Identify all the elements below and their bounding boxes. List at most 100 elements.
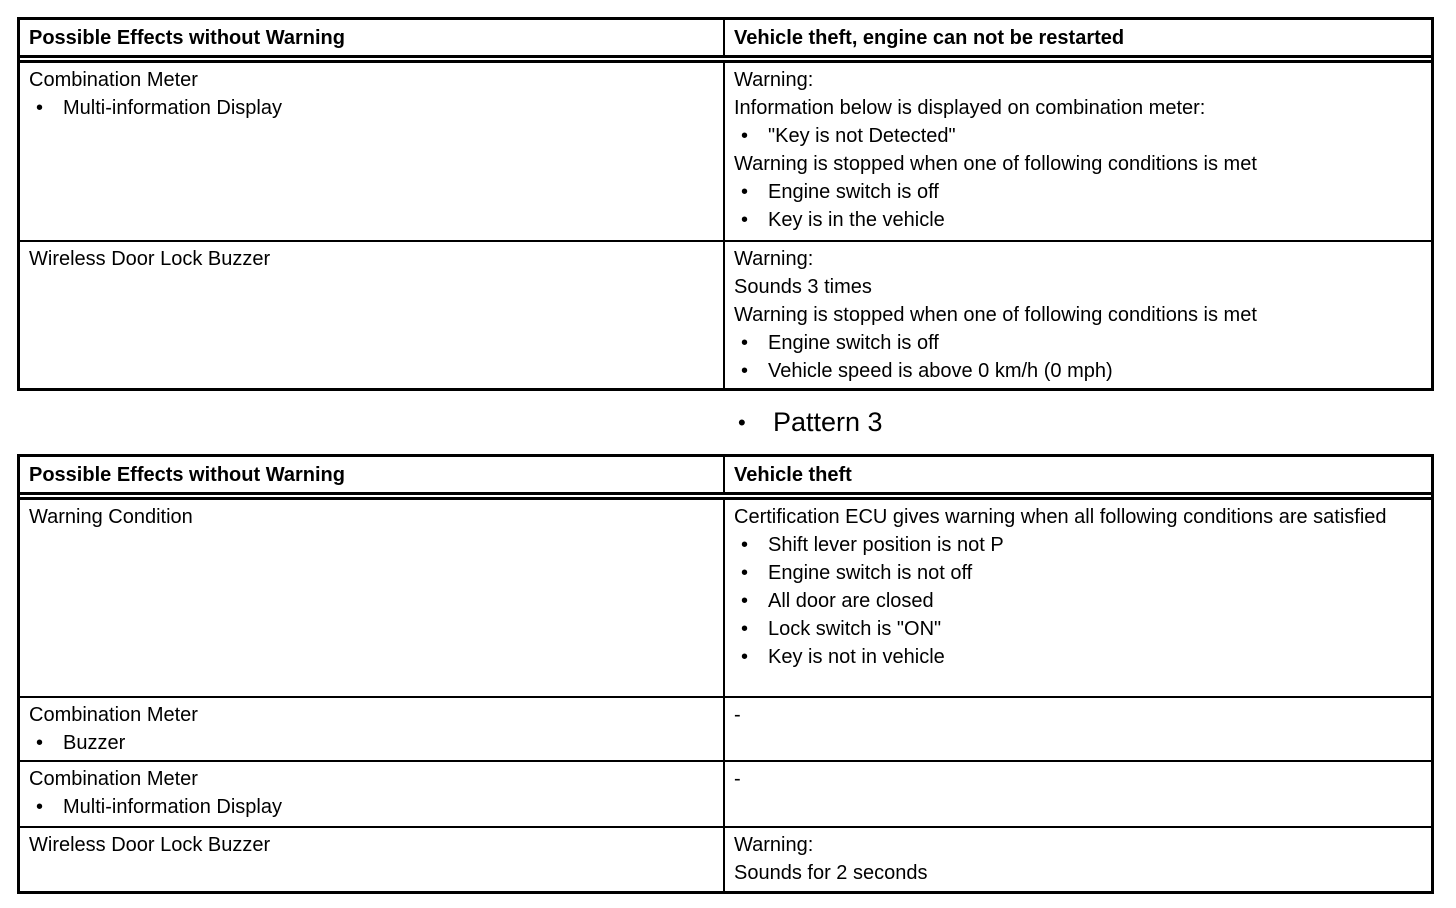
bullet-icon: • — [741, 590, 749, 612]
pattern-3-effects-table: Possible Effects without Warning Vehicle… — [17, 454, 1434, 894]
line-text: Warning: — [734, 69, 814, 91]
column-header-description: Vehicle theft, engine can not be restart… — [725, 20, 1431, 55]
bullet-line: • Engine switch is not off — [734, 559, 1423, 587]
text-line: Possible Effects without Warning — [29, 24, 715, 52]
bullet-line: • Vehicle speed is above 0 km/h (0 mph) — [734, 357, 1423, 385]
text-line: Vehicle theft, engine can not be restart… — [734, 24, 1423, 52]
description-cell: - — [725, 762, 1431, 826]
text-line: Wireless Door Lock Buzzer — [29, 245, 715, 273]
text-line: Wireless Door Lock Buzzer — [29, 831, 715, 859]
bullet-line: • Key is not in vehicle — [734, 643, 1423, 671]
effect-cell: Wireless Door Lock Buzzer — [20, 828, 725, 891]
line-text: Warning is stopped when one of following… — [734, 153, 1257, 175]
pattern-heading: • Pattern 3 — [17, 391, 1434, 454]
bullet-line: • Key is in the vehicle — [734, 206, 1423, 234]
line-text: Combination Meter — [29, 69, 198, 91]
text-line: Warning is stopped when one of following… — [734, 150, 1423, 178]
line-text: Buzzer — [63, 732, 126, 754]
text-line: Vehicle theft — [734, 461, 1423, 489]
header-text: Vehicle theft — [734, 464, 852, 486]
effect-cell: Combination Meter • Multi-information Di… — [20, 63, 725, 240]
bullet-line: • "Key is not Detected" — [734, 122, 1423, 150]
effect-cell: Combination Meter • Buzzer — [20, 698, 725, 760]
line-text: Certification ECU gives warning when all… — [734, 506, 1387, 528]
line-text: Multi-information Display — [63, 97, 282, 119]
text-line: Combination Meter — [29, 765, 715, 793]
bullet-line: • Multi-information Display — [29, 94, 715, 122]
bullet-icon: • — [738, 409, 746, 435]
table-row: Combination Meter • Multi-information Di… — [20, 760, 1431, 826]
line-text: Engine switch is off — [768, 181, 939, 203]
table-header-row: Possible Effects without Warning Vehicle… — [20, 20, 1431, 63]
text-line: Possible Effects without Warning — [29, 461, 715, 489]
line-text: Shift lever position is not P — [768, 534, 1004, 556]
line-text: Lock switch is "ON" — [768, 618, 942, 640]
line-text: Combination Meter — [29, 768, 198, 790]
table-header-row: Possible Effects without Warning Vehicle… — [20, 457, 1431, 500]
bullet-icon: • — [36, 97, 44, 119]
bullet-line: • Multi-information Display — [29, 793, 715, 821]
line-text: All door are closed — [768, 590, 934, 612]
text-line: Warning: — [734, 245, 1423, 273]
bullet-icon: • — [741, 332, 749, 354]
line-text: Key is not in vehicle — [768, 646, 945, 668]
line-text: "Key is not Detected" — [768, 125, 956, 147]
table-row: Combination Meter • Buzzer - — [20, 696, 1431, 760]
text-line: Sounds for 2 seconds — [734, 859, 1423, 887]
line-text: Sounds 3 times — [734, 276, 872, 298]
effect-cell: Combination Meter • Multi-information Di… — [20, 762, 725, 826]
text-line: Warning: — [734, 831, 1423, 859]
header-text: Possible Effects without Warning — [29, 27, 345, 49]
line-text: Key is in the vehicle — [768, 209, 945, 231]
line-text: Multi-information Display — [63, 796, 282, 818]
line-text: Engine switch is not off — [768, 562, 973, 584]
line-text: Sounds for 2 seconds — [734, 862, 928, 884]
description-cell: - — [725, 698, 1431, 760]
table-row: Warning Condition Certification ECU give… — [20, 500, 1431, 696]
bullet-icon: • — [741, 209, 749, 231]
text-line: Warning is stopped when one of following… — [734, 301, 1423, 329]
bullet-line: • All door are closed — [734, 587, 1423, 615]
bullet-line: • Buzzer — [29, 729, 715, 757]
column-header-effects: Possible Effects without Warning — [20, 457, 725, 492]
table-row: Wireless Door Lock Buzzer Warning: Sound… — [20, 240, 1431, 388]
bullet-icon: • — [741, 646, 749, 668]
line-text: Wireless Door Lock Buzzer — [29, 834, 271, 856]
bullet-line: • Engine switch is off — [734, 329, 1423, 357]
text-line: Information below is displayed on combin… — [734, 94, 1423, 122]
bullet-icon: • — [741, 360, 749, 382]
text-line: Certification ECU gives warning when all… — [734, 503, 1423, 531]
column-header-effects: Possible Effects without Warning — [20, 20, 725, 55]
line-text: Warning: — [734, 834, 814, 856]
text-line: - — [734, 701, 1423, 729]
effect-cell: Warning Condition — [20, 500, 725, 696]
text-line: Sounds 3 times — [734, 273, 1423, 301]
description-cell: Certification ECU gives warning when all… — [725, 500, 1431, 696]
header-text: Possible Effects without Warning — [29, 464, 345, 486]
text-line: Combination Meter — [29, 701, 715, 729]
pattern-heading-label: Pattern 3 — [773, 407, 883, 437]
table-row: Wireless Door Lock Buzzer Warning: Sound… — [20, 826, 1431, 891]
line-text: Engine switch is off — [768, 332, 939, 354]
text-line: Warning: — [734, 66, 1423, 94]
line-text: Wireless Door Lock Buzzer — [29, 248, 271, 270]
bullet-icon: • — [741, 181, 749, 203]
bullet-line: • Engine switch is off — [734, 178, 1423, 206]
line-text: Information below is displayed on combin… — [734, 97, 1206, 119]
line-text: Combination Meter — [29, 704, 198, 726]
text-line: Warning Condition — [29, 503, 715, 531]
column-header-description: Vehicle theft — [725, 457, 1431, 492]
description-cell: Warning: Information below is displayed … — [725, 63, 1431, 240]
bullet-icon: • — [741, 125, 749, 147]
line-text: - — [734, 704, 741, 726]
text-line: - — [734, 765, 1423, 793]
description-cell: Warning: Sounds 3 times Warning is stopp… — [725, 242, 1431, 388]
line-text: Vehicle speed is above 0 km/h (0 mph) — [768, 360, 1113, 382]
bullet-line: • Lock switch is "ON" — [734, 615, 1423, 643]
table-row: Combination Meter • Multi-information Di… — [20, 63, 1431, 240]
bullet-icon: • — [36, 732, 44, 754]
bullet-icon: • — [741, 562, 749, 584]
line-text: Warning: — [734, 248, 814, 270]
line-text: Warning Condition — [29, 506, 193, 528]
